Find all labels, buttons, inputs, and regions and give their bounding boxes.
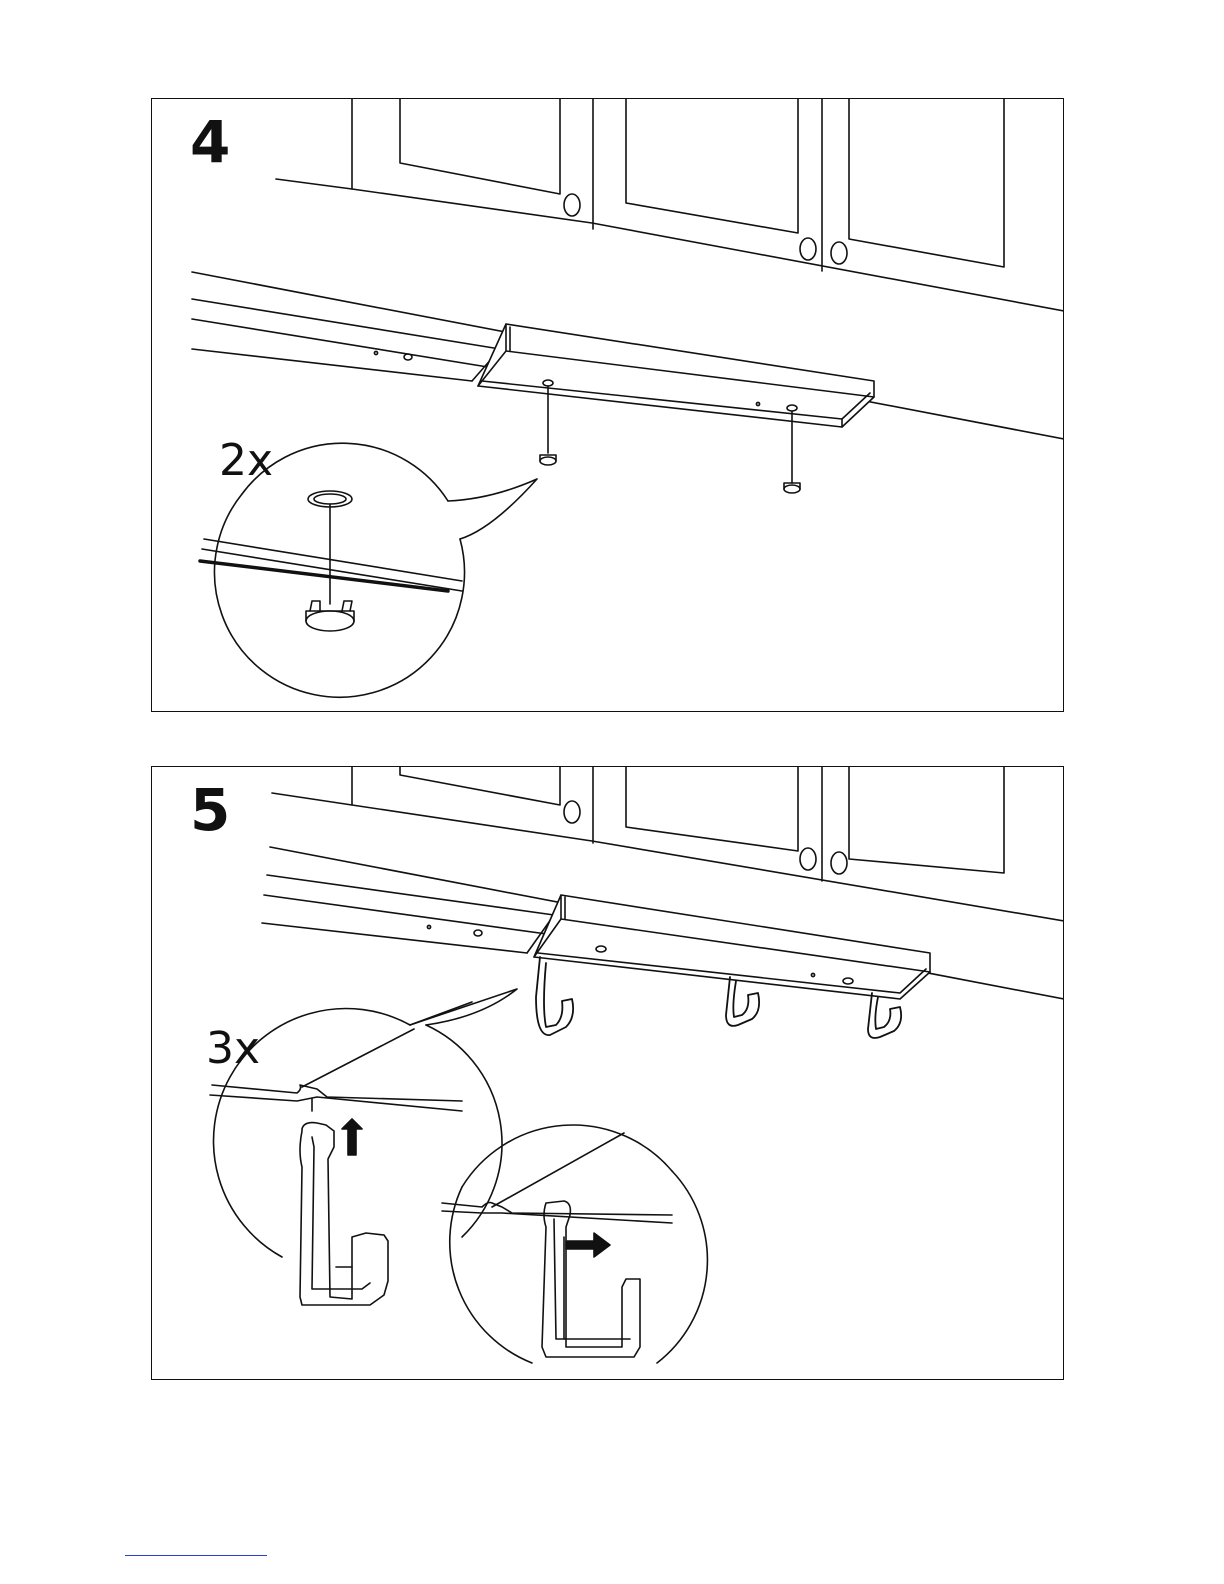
- step-number: 4: [190, 113, 230, 171]
- step-5-illustration: [152, 767, 1064, 1380]
- step-5-panel: 5 3x: [151, 766, 1064, 1380]
- wall-cabinets: [272, 767, 1064, 921]
- quantity-label: 3x: [206, 1027, 260, 1071]
- quantity-label: 2x: [219, 439, 273, 483]
- footer-rule: [125, 1555, 267, 1556]
- detail-zoom-5b: [442, 1125, 707, 1363]
- step-4-panel: 4 2x: [151, 98, 1064, 712]
- step-number: 5: [190, 781, 230, 839]
- new-rail: [478, 324, 874, 427]
- wall-cabinets: [276, 99, 1064, 311]
- new-rail: [534, 895, 930, 999]
- step-4-illustration: [152, 99, 1064, 712]
